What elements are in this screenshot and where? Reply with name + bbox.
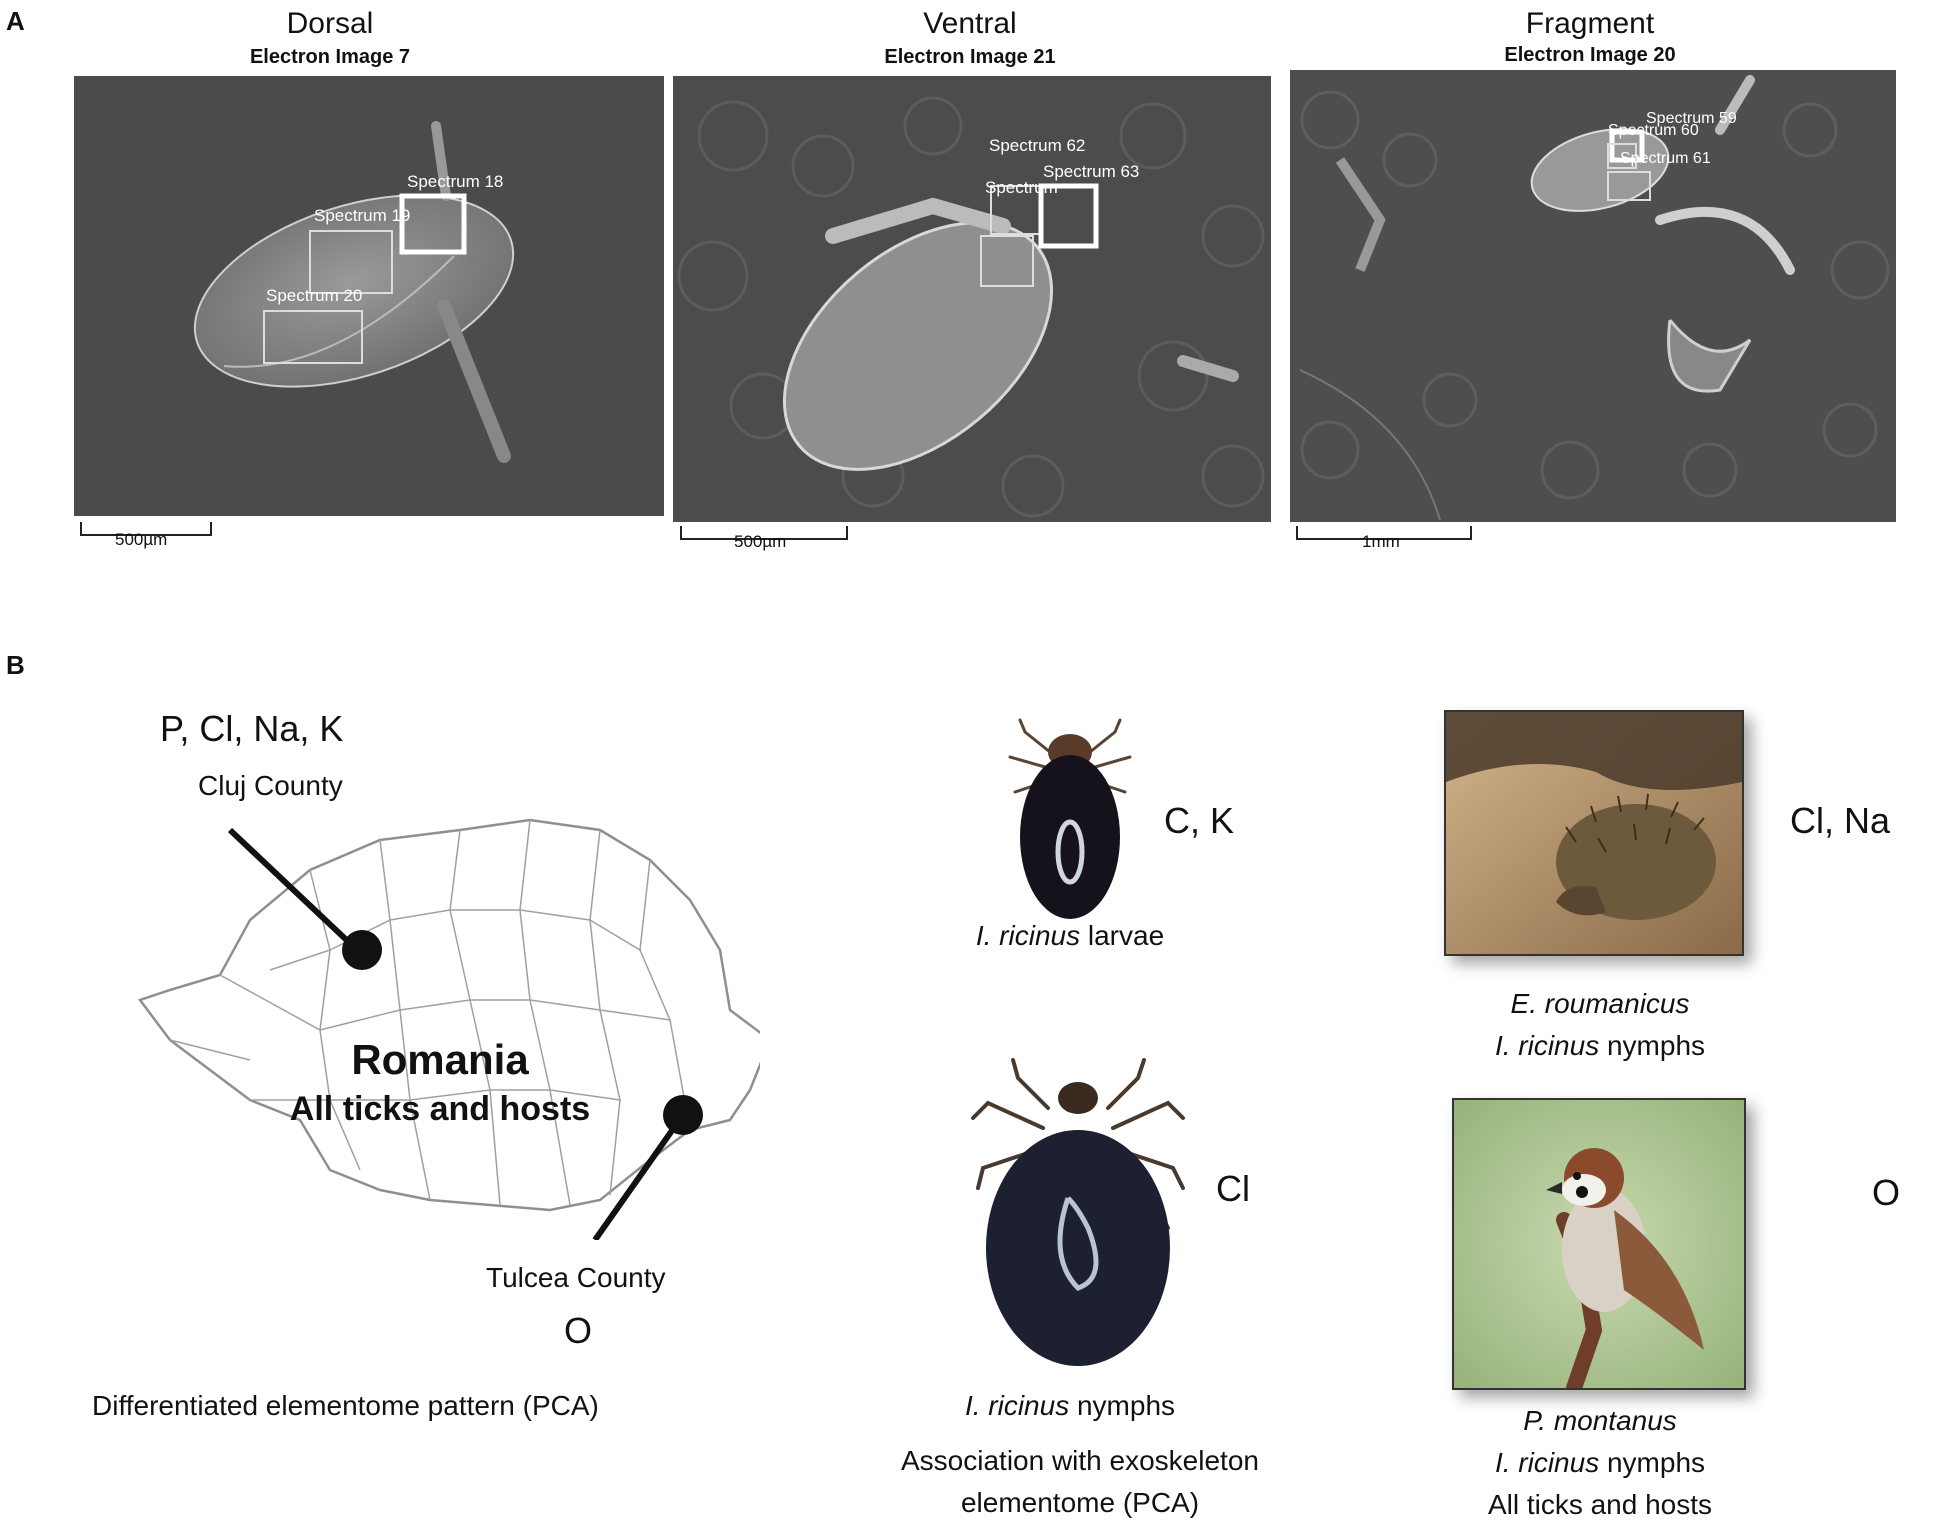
romania-map: [137, 818, 760, 1240]
scale-bar: [1296, 526, 1472, 540]
sparrow-photo: [1452, 1098, 1746, 1390]
sem-subtitle-fragment: Electron Image 20: [1504, 44, 1676, 66]
spectrum-label: Spectrum 60: [1608, 122, 1699, 139]
spectrum-label: Spectrum 19: [314, 206, 411, 225]
spectrum-label: Spectrum 18: [407, 172, 504, 191]
map-caption: Differentiated elementome pattern (PCA): [92, 1390, 599, 1421]
tick-larvae-image: [1008, 718, 1132, 919]
country-sublabel: All ticks and hosts: [289, 1090, 591, 1128]
sem-subtitle-dorsal: Electron Image 7: [249, 46, 411, 68]
scale-label: 1mm: [1362, 532, 1400, 551]
hedgehog-elements: Cl, Na: [1790, 800, 1891, 841]
spectrum-label: Spectrum 63: [1043, 162, 1140, 181]
sparrow-tick-species: I. ricinus: [1494, 1447, 1600, 1478]
cluj-elements: P, Cl, Na, K: [160, 708, 344, 749]
larvae-stage: larvae: [1087, 920, 1165, 951]
sem-title-dorsal: Dorsal: [286, 7, 374, 40]
association-line-2: elementome (PCA): [960, 1487, 1200, 1518]
sparrow-elements: O: [1872, 1172, 1901, 1213]
hedgehog-species: E. roumanicus: [1510, 988, 1690, 1019]
sem-image-fragment: Spectrum 59 Spectrum 60 Spectrum 61: [1290, 70, 1896, 522]
nymph-species: I. ricinus: [964, 1390, 1070, 1421]
sem-image-dorsal: Spectrum 18 Spectrum 19 Spectrum 20: [74, 76, 664, 516]
spectrum-label: Spectrum 61: [1620, 150, 1711, 167]
panel-b-letter: B: [6, 650, 25, 680]
sparrow-species-line: P. montanus: [1460, 1405, 1740, 1437]
larvae-elements: C, K: [1164, 800, 1235, 841]
sem-title-fragment: Fragment: [1525, 7, 1655, 40]
hedgehog-tick-line: I. ricinus nymphs: [1440, 1030, 1760, 1062]
nymph-stage: nymphs: [1076, 1390, 1176, 1421]
tulcea-elements: O: [564, 1310, 593, 1351]
larvae-caption: I. ricinus larvae: [920, 920, 1220, 952]
spectrum-label: Spectrum 62: [989, 136, 1086, 155]
scale-label: 500µm: [115, 530, 168, 549]
spectrum-label: Spectrum 20: [266, 286, 363, 305]
hedgehog-photo: [1444, 710, 1744, 956]
hedgehog-tick-species: I. ricinus: [1494, 1030, 1600, 1061]
hedgehog-species-line: E. roumanicus: [1460, 988, 1740, 1020]
scale-bar: [680, 526, 848, 540]
panel-a-letter: A: [6, 6, 25, 36]
sparrow-species: P. montanus: [1523, 1405, 1677, 1436]
scale-bar: [80, 522, 212, 536]
spectrum-label: Spectrum 59: [1646, 110, 1737, 127]
hedgehog-tick-stage: nymphs: [1606, 1030, 1706, 1061]
sem-image-ventral: Spectrum 62 Spectrum 63 Spectrum: [673, 76, 1271, 522]
tulcea-county-label: Tulcea County: [486, 1262, 666, 1293]
larvae-species: I. ricinus: [975, 920, 1081, 951]
sem-title-ventral: Ventral: [923, 7, 1017, 40]
nymph-caption: I. ricinus nymphs: [920, 1390, 1220, 1422]
nymph-elements: Cl: [1216, 1168, 1250, 1209]
tick-nymph-image: [971, 1058, 1185, 1366]
sparrow-tick-line: I. ricinus nymphs: [1440, 1447, 1760, 1479]
cluj-county-label: Cluj County: [198, 770, 343, 801]
spectrum-label: Spectrum: [985, 178, 1058, 197]
country-label: Romania: [351, 1036, 529, 1083]
scale-label: 500µm: [734, 532, 787, 551]
sem-subtitle-ventral: Electron Image 21: [884, 46, 1056, 68]
sparrow-tick-stage: nymphs: [1606, 1447, 1706, 1478]
association-line-1: Association with exoskeleton: [901, 1445, 1259, 1476]
sparrow-extra-line: All ticks and hosts: [1487, 1489, 1713, 1520]
